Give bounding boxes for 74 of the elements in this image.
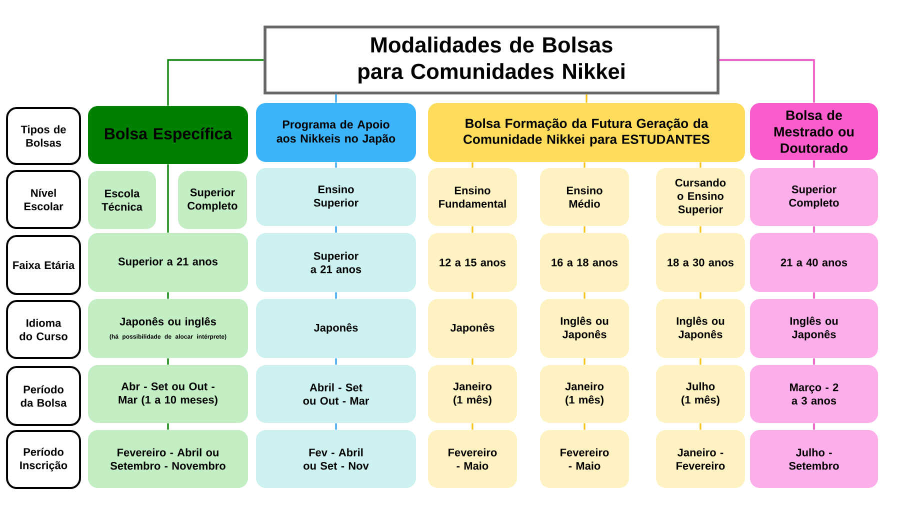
- cell-box: Superior a 21 anos: [256, 232, 416, 292]
- cell-box: Fev - Abril ou Set - Nov: [256, 430, 416, 488]
- row-label-box: Idioma do Curso: [6, 300, 81, 360]
- cell-box: Inglês ou Japonês: [656, 299, 745, 358]
- connector-line: [335, 292, 337, 299]
- connector-line: [167, 358, 169, 365]
- connector-line: [700, 226, 702, 233]
- cell-box: Janeiro - Fevereiro: [656, 430, 745, 488]
- connector-line: [700, 358, 702, 365]
- cell-box: Fevereiro - Maio: [428, 430, 517, 488]
- cell-box: Inglês ou Japonês: [540, 299, 630, 358]
- connector-line: [584, 226, 586, 233]
- connector-line: [700, 292, 702, 299]
- cell-box: 21 a 40 anos: [750, 232, 878, 292]
- cell-box: Superior Completo: [750, 168, 878, 226]
- connector-line: [584, 162, 586, 168]
- connector-line: [586, 94, 588, 103]
- connector-line: [813, 423, 815, 430]
- connector-line: [472, 226, 474, 233]
- cell-box: Inglês ou Japonês: [750, 299, 878, 358]
- cell-box: Janeiro (1 mês): [428, 365, 517, 423]
- cell-box: Julho - Setembro: [750, 430, 878, 488]
- cell-box: Ensino Fundamental: [428, 168, 517, 226]
- connector-line: [472, 162, 474, 168]
- header-box: Bolsa de Mestrado ou Doutorado: [750, 103, 878, 160]
- row-label-box: Faixa Etária: [6, 235, 81, 295]
- header-box: Bolsa Formação da Futura Geração da Comunidade Nikkei para ESTUDANTES: [428, 103, 746, 162]
- cell-box: Escola Técnica: [88, 171, 156, 229]
- connector-line: [813, 226, 815, 233]
- connector-line: [335, 358, 337, 365]
- header-box: Programa de Apoio aos Nikkeis no Japão: [256, 103, 416, 162]
- connector-line: [167, 59, 264, 106]
- cell-box: Abr - Set ou Out - Mar (1 a 10 meses): [88, 365, 248, 423]
- cell-box: Fevereiro - Abril ou Setembro - Novembro: [88, 430, 248, 488]
- cell-box: Fevereiro - Maio: [540, 430, 630, 488]
- cell-box: Japonês: [256, 299, 416, 358]
- cell-box: Janeiro (1 mês): [540, 365, 630, 423]
- row-label-box: Nível Escolar: [6, 170, 81, 230]
- connector-line: [813, 358, 815, 365]
- cell-box: Superior a 21 anos: [88, 232, 248, 292]
- title-box: Modalidades de Bolsas para Comunidades Nikkei: [264, 26, 720, 94]
- connector-line: [167, 292, 169, 299]
- row-label-box: Período da Bolsa: [6, 366, 81, 426]
- connector-line: [335, 226, 337, 233]
- connector-line: [335, 423, 337, 430]
- connector-line: [813, 292, 815, 299]
- connector-line: [472, 358, 474, 365]
- cell-box: Abril - Set ou Out - Mar: [256, 365, 416, 423]
- connector-line: [813, 160, 815, 168]
- cell-box: Superior Completo: [178, 171, 247, 229]
- connector-line: [719, 59, 815, 103]
- connector-line: [167, 164, 169, 233]
- cell-box: Julho (1 mês): [656, 365, 745, 423]
- header-box: Bolsa Específica: [88, 106, 248, 164]
- cell-box: Março - 2 a 3 anos: [750, 365, 878, 423]
- cell-box: 12 a 15 anos: [428, 232, 517, 292]
- connector-line: [472, 292, 474, 299]
- connector-line: [584, 358, 586, 365]
- connector-line: [335, 162, 337, 168]
- cell-box: Ensino Médio: [540, 168, 630, 226]
- cell-box: Japonês: [428, 299, 517, 358]
- row-label-box: Período Inscrição: [6, 430, 81, 489]
- connector-line: [584, 292, 586, 299]
- row-label-box: Tipos de Bolsas: [6, 107, 81, 165]
- connector-line: [167, 423, 169, 430]
- connector-line: [472, 423, 474, 430]
- connector-line: [700, 423, 702, 430]
- cell-box: Cursando o Ensino Superior: [656, 168, 745, 226]
- connector-line: [584, 423, 586, 430]
- cell-box: 16 a 18 anos: [540, 232, 630, 292]
- connector-line: [335, 94, 337, 103]
- cell-box: Ensino Superior: [256, 168, 416, 226]
- connector-line: [700, 162, 702, 168]
- cell-box: 18 a 30 anos: [656, 232, 745, 292]
